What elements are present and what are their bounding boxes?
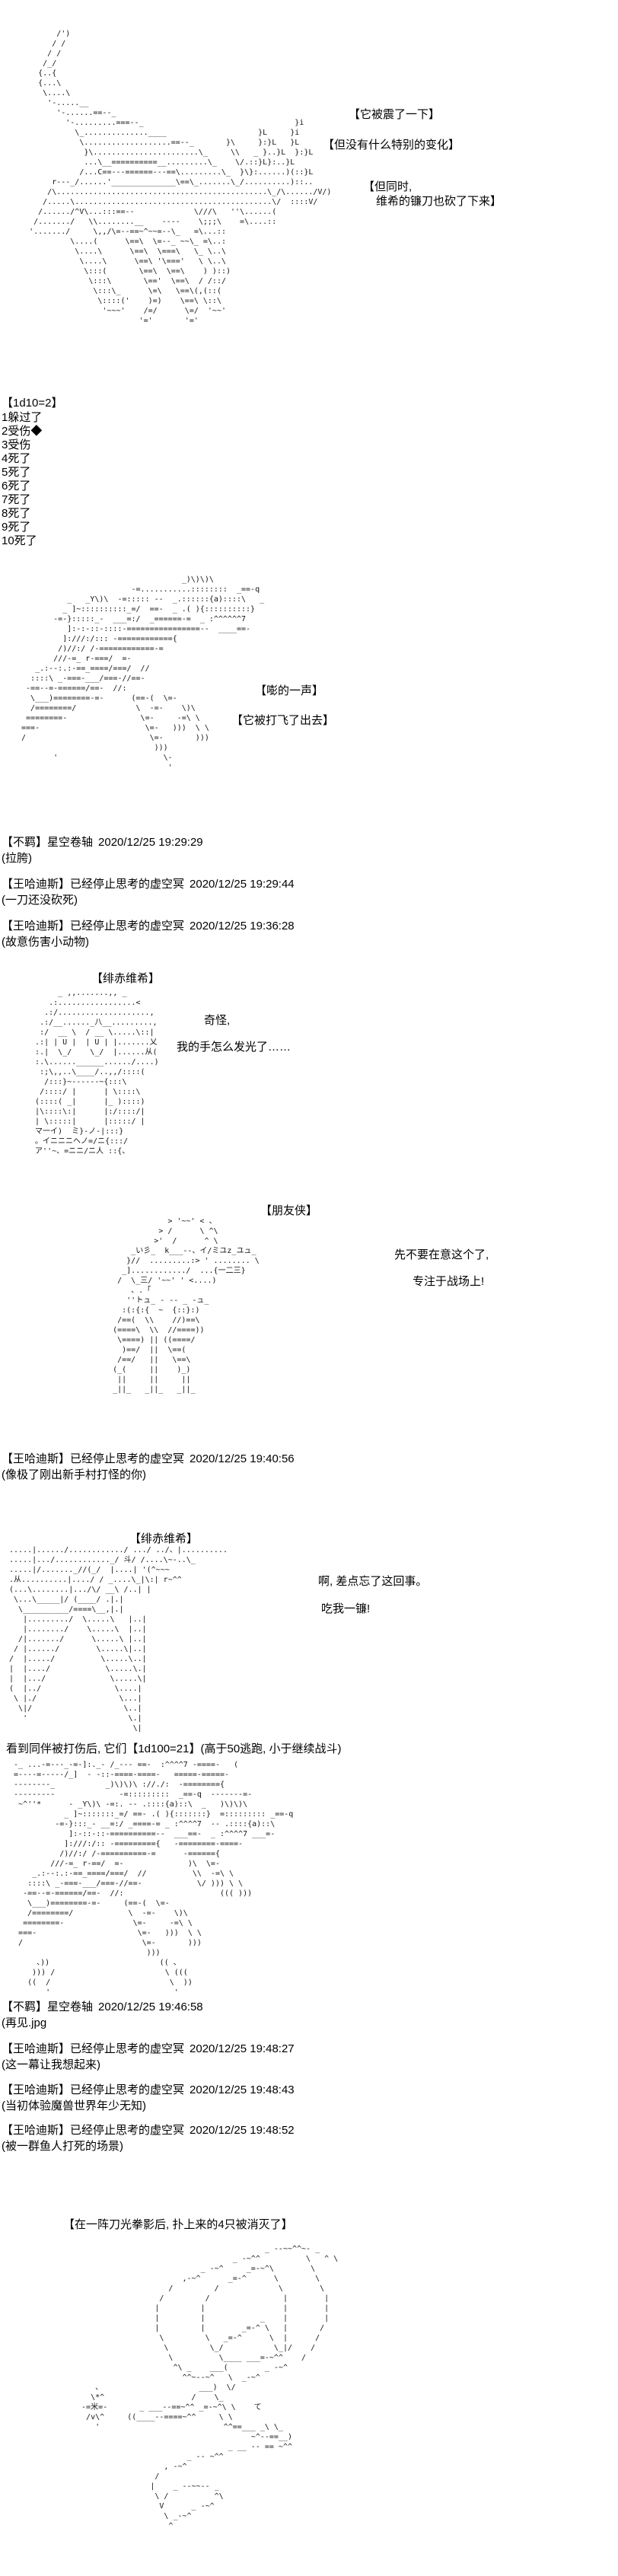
post-comment: (像极了刚出新手村打怪的你) [2,1468,146,1481]
post-timestamp: 2020/12/25 19:48:27 [190,2042,295,2055]
post-comment: (这一幕让我想起来) [2,2058,100,2071]
post-author: 【不羁】星空卷轴 [2,836,94,849]
ascii-art-friend-rider: > '~~' < 、 > / \ ^\ >' / ^ \ _い彡_ k___--… [113,1217,260,1394]
narration-bubble-bang: 【嘭的一声】 [255,684,324,697]
post-author: 【王哈迪斯】已经停止思考的虚空冥 [2,1452,185,1465]
dialogue-vixi-eat-sickle: 吃我一镰! [321,1602,371,1615]
post-author: 【王哈迪斯】已经停止思考的虚空冥 [2,2042,185,2055]
post-header: 【王哈迪斯】已经停止思考的虚空冥 2020/12/25 19:48:27 [2,2041,295,2057]
dialogue-friend-focus-2: 专注于战场上! [413,1275,485,1288]
dice-roll-outcomes: 1躲过了 2受伤◆ 3受伤 4死了 5死了 6死了 7死了 8死了 9死了 10… [2,411,43,547]
dialogue-friend-focus-1: 先不要在意这个了, [394,1248,489,1261]
post: 【不羁】星空卷轴 2020/12/25 19:29:29 (拉胯) [2,834,203,866]
narration-finale: 【在一阵刀光拳影后, 扑上来的4只被消灭了】 [63,2218,293,2231]
post-timestamp: 2020/12/25 19:29:44 [190,878,295,891]
post: 【王哈迪斯】已经停止思考的虚空冥 2020/12/25 19:40:56 (像极了… [2,1451,295,1483]
post-header: 【王哈迪斯】已经停止思考的虚空冥 2020/12/25 19:40:56 [2,1451,295,1467]
post-header: 【王哈迪斯】已经停止思考的虚空冥 2020/12/25 19:29:44 [2,876,295,892]
post-comment: (拉胯) [2,852,32,865]
post-header: 【王哈迪斯】已经停止思考的虚空冥 2020/12/25 19:36:28 [2,918,295,934]
post-timestamp: 2020/12/25 19:40:56 [190,1452,295,1465]
narration-bubble-but-line1: 【但同时, [363,180,413,193]
post-comment: (再见.jpg [2,2016,47,2029]
ascii-art-vixi-glowing-hand: _ ,,.......,, _ .:.................< .:/… [35,989,159,1156]
post: 【王哈迪斯】已经停止思考的虚空冥 2020/12/25 19:29:44 (一刀还… [2,876,295,908]
post: 【王哈迪斯】已经停止思考的虚空冥 2020/12/25 19:48:43 (当初体… [2,2082,295,2114]
ascii-art-slash-finale: _ --~~^^~- _ _ -~^^ \ ^ \ _ -~^ _=-~^\ \… [81,2245,339,2530]
character-name-friend: 【朋友侠】 [260,1204,318,1217]
post-timestamp: 2020/12/25 19:48:43 [190,2083,295,2096]
post-author: 【王哈迪斯】已经停止思考的虚空冥 [2,2083,185,2096]
ascii-art-vixi-sickle: .....|....../............/ .../ ../、|...… [9,1546,228,1733]
post-header: 【不羁】星空卷轴 2020/12/25 19:46:58 [2,1999,203,2015]
narration-bubble-shaken: 【它被震了一下】 [349,108,441,121]
narration-bubble-knocked-away: 【它被打飞了出去】 [231,714,335,727]
post-author: 【不羁】星空卷轴 [2,2001,94,2013]
post-timestamp: 2020/12/25 19:48:52 [190,2124,295,2137]
post-author: 【王哈迪斯】已经停止思考的虚空冥 [2,920,185,933]
dice-roll-title: 【1d10=2】 [2,397,63,410]
character-name-vixi: 【绯赤维希】 [91,972,161,985]
ascii-art-dragon-pack: -_ ...-=---_-=-]:._- /_--- ==- :^^^^7 -=… [14,1761,294,1997]
post-header: 【王哈迪斯】已经停止思考的虚空冥 2020/12/25 19:48:43 [2,2082,295,2098]
dialogue-vixi-strange: 奇怪, [204,1014,231,1027]
narration-morale-roll: 看到同伴被打伤后, 它们【1d100=21】(高于50逃跑, 小于继续战斗) [6,1742,342,1755]
post-header: 【不羁】星空卷轴 2020/12/25 19:29:29 [2,834,203,850]
post-author: 【王哈迪斯】已经停止思考的虚空冥 [2,2124,185,2137]
post-timestamp: 2020/12/25 19:36:28 [190,920,295,933]
character-name-vixi: 【绯赤维希】 [129,1532,199,1545]
post-comment: (当初体验魔兽世界年少无知) [2,2099,146,2112]
dialogue-vixi-forgot: 啊, 差点忘了这回事。 [318,1575,428,1588]
dialogue-vixi-hand-glow: 我的手怎么发光了…… [177,1041,291,1054]
post: 【王哈迪斯】已经停止思考的虚空冥 2020/12/25 19:48:52 (被一群… [2,2122,295,2154]
narration-bubble-no-change: 【但没有什么特别的变化】 [323,139,460,151]
post-comment: (一刀还没砍死) [2,894,78,907]
ascii-art-dragon-knocked: _)\)\)\ -=...........:::::::: _==-q _ _Y… [21,575,265,772]
post-header: 【王哈迪斯】已经停止思考的虚空冥 2020/12/25 19:48:52 [2,2122,295,2138]
post: 【王哈迪斯】已经停止思考的虚空冥 2020/12/25 19:48:27 (这一幕… [2,2041,295,2073]
post-comment: (故意伤害小动物) [2,936,89,948]
post-timestamp: 2020/12/25 19:29:29 [98,836,203,849]
narration-bubble-but-line2: 维希的镰刀也砍了下来】 [376,195,502,208]
post-comment: (被一群鱼人打死的场景) [2,2140,123,2153]
post-timestamp: 2020/12/25 19:46:58 [98,2001,203,2013]
ascii-art-dragon-hit: /') / / / / /_/ {..{ {...\ \....\ '-....… [29,30,332,325]
post-author: 【王哈迪斯】已经停止思考的虚空冥 [2,878,185,891]
post: 【不羁】星空卷轴 2020/12/25 19:46:58 (再见.jpg [2,1999,203,2031]
post: 【王哈迪斯】已经停止思考的虚空冥 2020/12/25 19:36:28 (故意伤… [2,918,295,950]
